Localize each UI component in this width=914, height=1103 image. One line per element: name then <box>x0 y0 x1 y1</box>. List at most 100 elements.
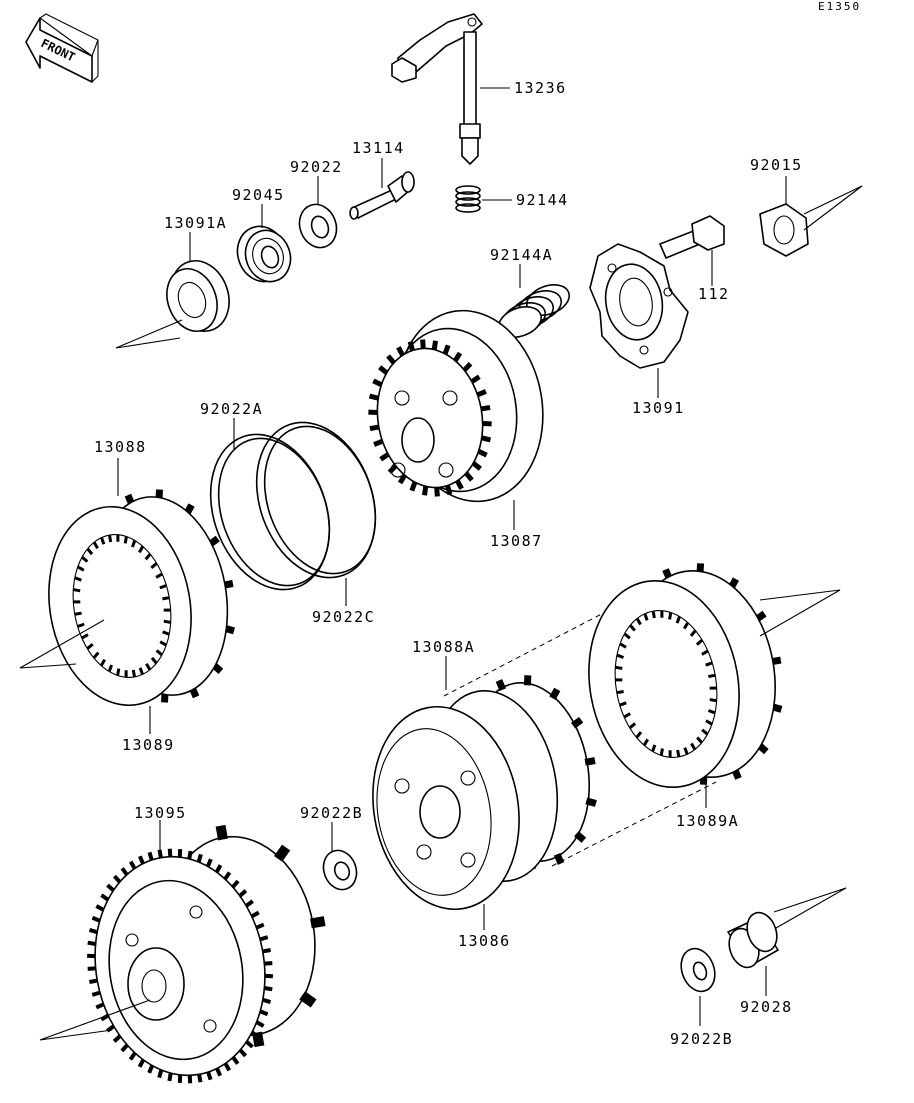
plate-tooth <box>668 612 673 620</box>
hub-tooth <box>455 479 464 490</box>
housing-tooth <box>138 855 145 865</box>
plate-tooth <box>623 632 631 640</box>
part-112-bolt <box>659 215 725 286</box>
housing-tooth <box>95 1002 105 1010</box>
part-13095-clutch-housing <box>39 820 326 1084</box>
plate-tooth <box>651 744 657 752</box>
hub-tooth <box>453 351 463 363</box>
part-92144-spring <box>455 185 512 213</box>
label-13086: 13086 <box>458 932 511 950</box>
part-13091-pressure-plate <box>589 243 689 398</box>
label-13087: 13087 <box>490 532 543 550</box>
plate-tooth <box>108 534 113 543</box>
housing-tooth <box>205 858 213 868</box>
housing-tooth <box>245 1040 254 1049</box>
plate-tooth <box>131 669 136 678</box>
housing-tooth <box>215 1067 222 1077</box>
plate-tooth <box>73 588 81 593</box>
housing-tooth <box>262 948 271 954</box>
label-92022: 92022 <box>290 158 343 176</box>
plate-tooth <box>695 638 704 646</box>
part-92028-sleeve <box>727 887 847 996</box>
hub-tooth <box>480 404 491 412</box>
label-92022C: 92022C <box>312 608 375 626</box>
plate-tooth <box>138 545 145 554</box>
plate-tooth <box>162 630 170 636</box>
plate-tooth <box>629 624 636 632</box>
plate-tooth <box>77 622 85 628</box>
housing-tooth <box>238 1048 248 1058</box>
housing-tooth <box>106 883 115 892</box>
part-13088-13089-plates <box>19 458 235 734</box>
label-92015: 92015 <box>750 156 803 174</box>
part-13086-clutch-hub <box>372 705 520 930</box>
hub-tooth <box>434 487 440 497</box>
housing-tooth <box>187 850 193 860</box>
plate-tooth <box>155 649 163 657</box>
part-92022A-92022C-rings <box>209 418 377 606</box>
label-92045: 92045 <box>232 186 285 204</box>
stack-tab <box>495 679 507 692</box>
plate-tooth <box>138 667 144 675</box>
housing-tooth <box>196 853 203 863</box>
housing-tooth <box>214 864 223 874</box>
plate-tooth <box>86 643 94 650</box>
housing-tooth <box>264 986 273 992</box>
plate-tooth <box>705 719 713 726</box>
housing-tooth <box>223 871 232 881</box>
housing-tooth <box>112 874 122 884</box>
plate-tooth <box>150 656 158 665</box>
housing-finger <box>274 844 291 862</box>
plate-tooth <box>628 722 637 730</box>
part-92022B-washer-bottom <box>680 947 716 1026</box>
plate-tooth <box>705 661 713 667</box>
plate-tooth <box>683 621 690 630</box>
label-13091A: 13091A <box>164 214 227 232</box>
part-92045-bearing <box>236 204 292 283</box>
hub-tooth <box>442 344 451 355</box>
plate-tooth <box>159 584 167 590</box>
housing-tooth <box>120 1043 129 1053</box>
housing-tooth <box>157 1069 164 1079</box>
housing-tooth <box>100 893 110 902</box>
part-13114-pushrod <box>349 158 415 220</box>
plate-tooth <box>709 698 717 703</box>
housing-tooth <box>147 851 154 861</box>
housing-tooth <box>259 935 269 942</box>
hub-tooth <box>470 374 481 384</box>
plate-tooth <box>635 617 642 626</box>
plate-tooth <box>643 613 649 621</box>
label-92028: 92028 <box>740 998 793 1016</box>
plate-tooth <box>107 664 113 673</box>
hub-tooth <box>387 464 398 475</box>
label-92144A: 92144A <box>490 246 553 264</box>
housing-tooth <box>167 1072 173 1082</box>
plate-tooth <box>683 747 689 755</box>
hub-tooth <box>431 340 438 350</box>
diagram-code: E1350 <box>818 0 861 13</box>
housing-tooth <box>88 928 98 935</box>
plate-tooth <box>74 576 82 582</box>
plate-tooth <box>155 572 163 579</box>
housing-tooth <box>231 1056 240 1065</box>
housing-tooth <box>120 867 129 876</box>
label-13095: 13095 <box>134 804 187 822</box>
plate-tooth <box>696 736 703 744</box>
housing-tooth <box>128 860 137 870</box>
plate-tooth <box>163 619 171 624</box>
stack-tab <box>549 687 561 700</box>
hub-tooth <box>477 448 488 458</box>
plate-tooth <box>642 738 649 747</box>
label-92022B-mid: 92022B <box>300 804 363 822</box>
hub-tooth <box>368 393 379 401</box>
part-92015-nut <box>759 176 863 257</box>
hub-tooth <box>397 473 407 485</box>
plate-tooth <box>144 553 152 561</box>
plate-tooth <box>619 701 627 707</box>
hub-tooth <box>379 452 390 462</box>
housing-tooth <box>91 915 101 923</box>
plate-tooth <box>162 596 170 601</box>
stack-tab <box>585 797 597 807</box>
stack-tab <box>553 852 565 865</box>
